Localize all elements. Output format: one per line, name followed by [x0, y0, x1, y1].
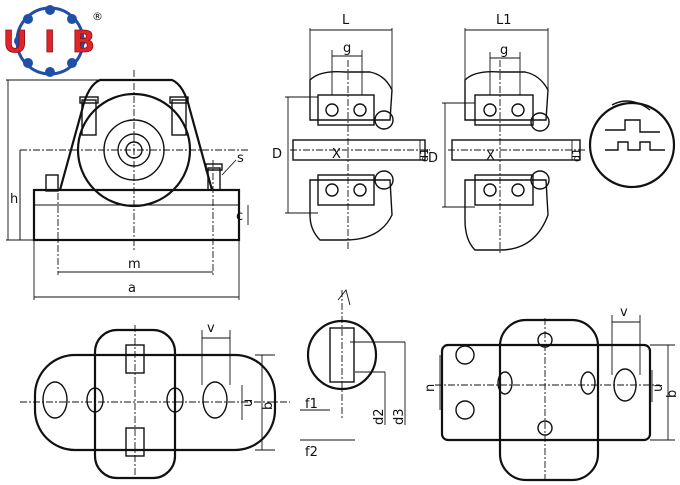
front-view: h m a s c — [6, 70, 250, 300]
dim-label-d1-2: d1 — [570, 148, 583, 162]
bolt-detail-view: f1 f2 d2 d3 — [300, 289, 407, 460]
dim-label-X-1: X — [332, 147, 341, 162]
dim-label-c: c — [236, 209, 243, 224]
plan-view-left: v u b — [20, 321, 290, 480]
dim-label-D-1: D — [272, 147, 282, 162]
section-view-1: L g D X d1 — [272, 13, 431, 250]
plan-body-right — [498, 318, 600, 482]
dim-label-g-2: g — [500, 43, 508, 58]
dim-label-f1: f1 — [305, 397, 318, 412]
dim-label-v-left: v — [207, 321, 215, 336]
dim-label-u-left: u — [241, 399, 256, 407]
dim-label-L1: L1 — [496, 13, 512, 28]
section-view-2: L1 g D X d1 — [428, 13, 585, 255]
registered-mark: ® — [92, 10, 103, 23]
plan-view-right: v n u b — [423, 305, 680, 482]
logo-text: UIB — [3, 25, 95, 60]
dim-label-d2: d2 — [372, 408, 387, 425]
dim-label-a: a — [128, 281, 136, 296]
dim-label-v-right: v — [620, 305, 628, 320]
dim-label-X-2: X — [486, 149, 495, 164]
dim-label-b-left: b — [261, 402, 276, 410]
dim-label-m: m — [128, 257, 141, 272]
logo-balls — [14, 5, 86, 77]
dim-label-n: n — [423, 384, 438, 392]
dim-label-L: L — [342, 13, 350, 28]
plan-base-left — [33, 353, 277, 452]
plan-base-right — [440, 343, 652, 442]
seal-detail-view — [588, 100, 676, 189]
dim-label-b-right: b — [665, 390, 680, 398]
dim-label-f2: f2 — [305, 445, 318, 460]
dim-label-d1-1: d1 — [418, 148, 431, 162]
dim-label-s: s — [237, 151, 244, 166]
dim-label-d3: d3 — [392, 408, 407, 425]
dim-label-u-right: u — [651, 384, 666, 392]
dim-label-g-1: g — [343, 41, 351, 56]
housing-base — [32, 188, 241, 242]
dim-label-h: h — [10, 192, 18, 207]
dim-label-D-2: D — [428, 151, 438, 166]
brand-logo: UIB ® — [3, 5, 103, 77]
